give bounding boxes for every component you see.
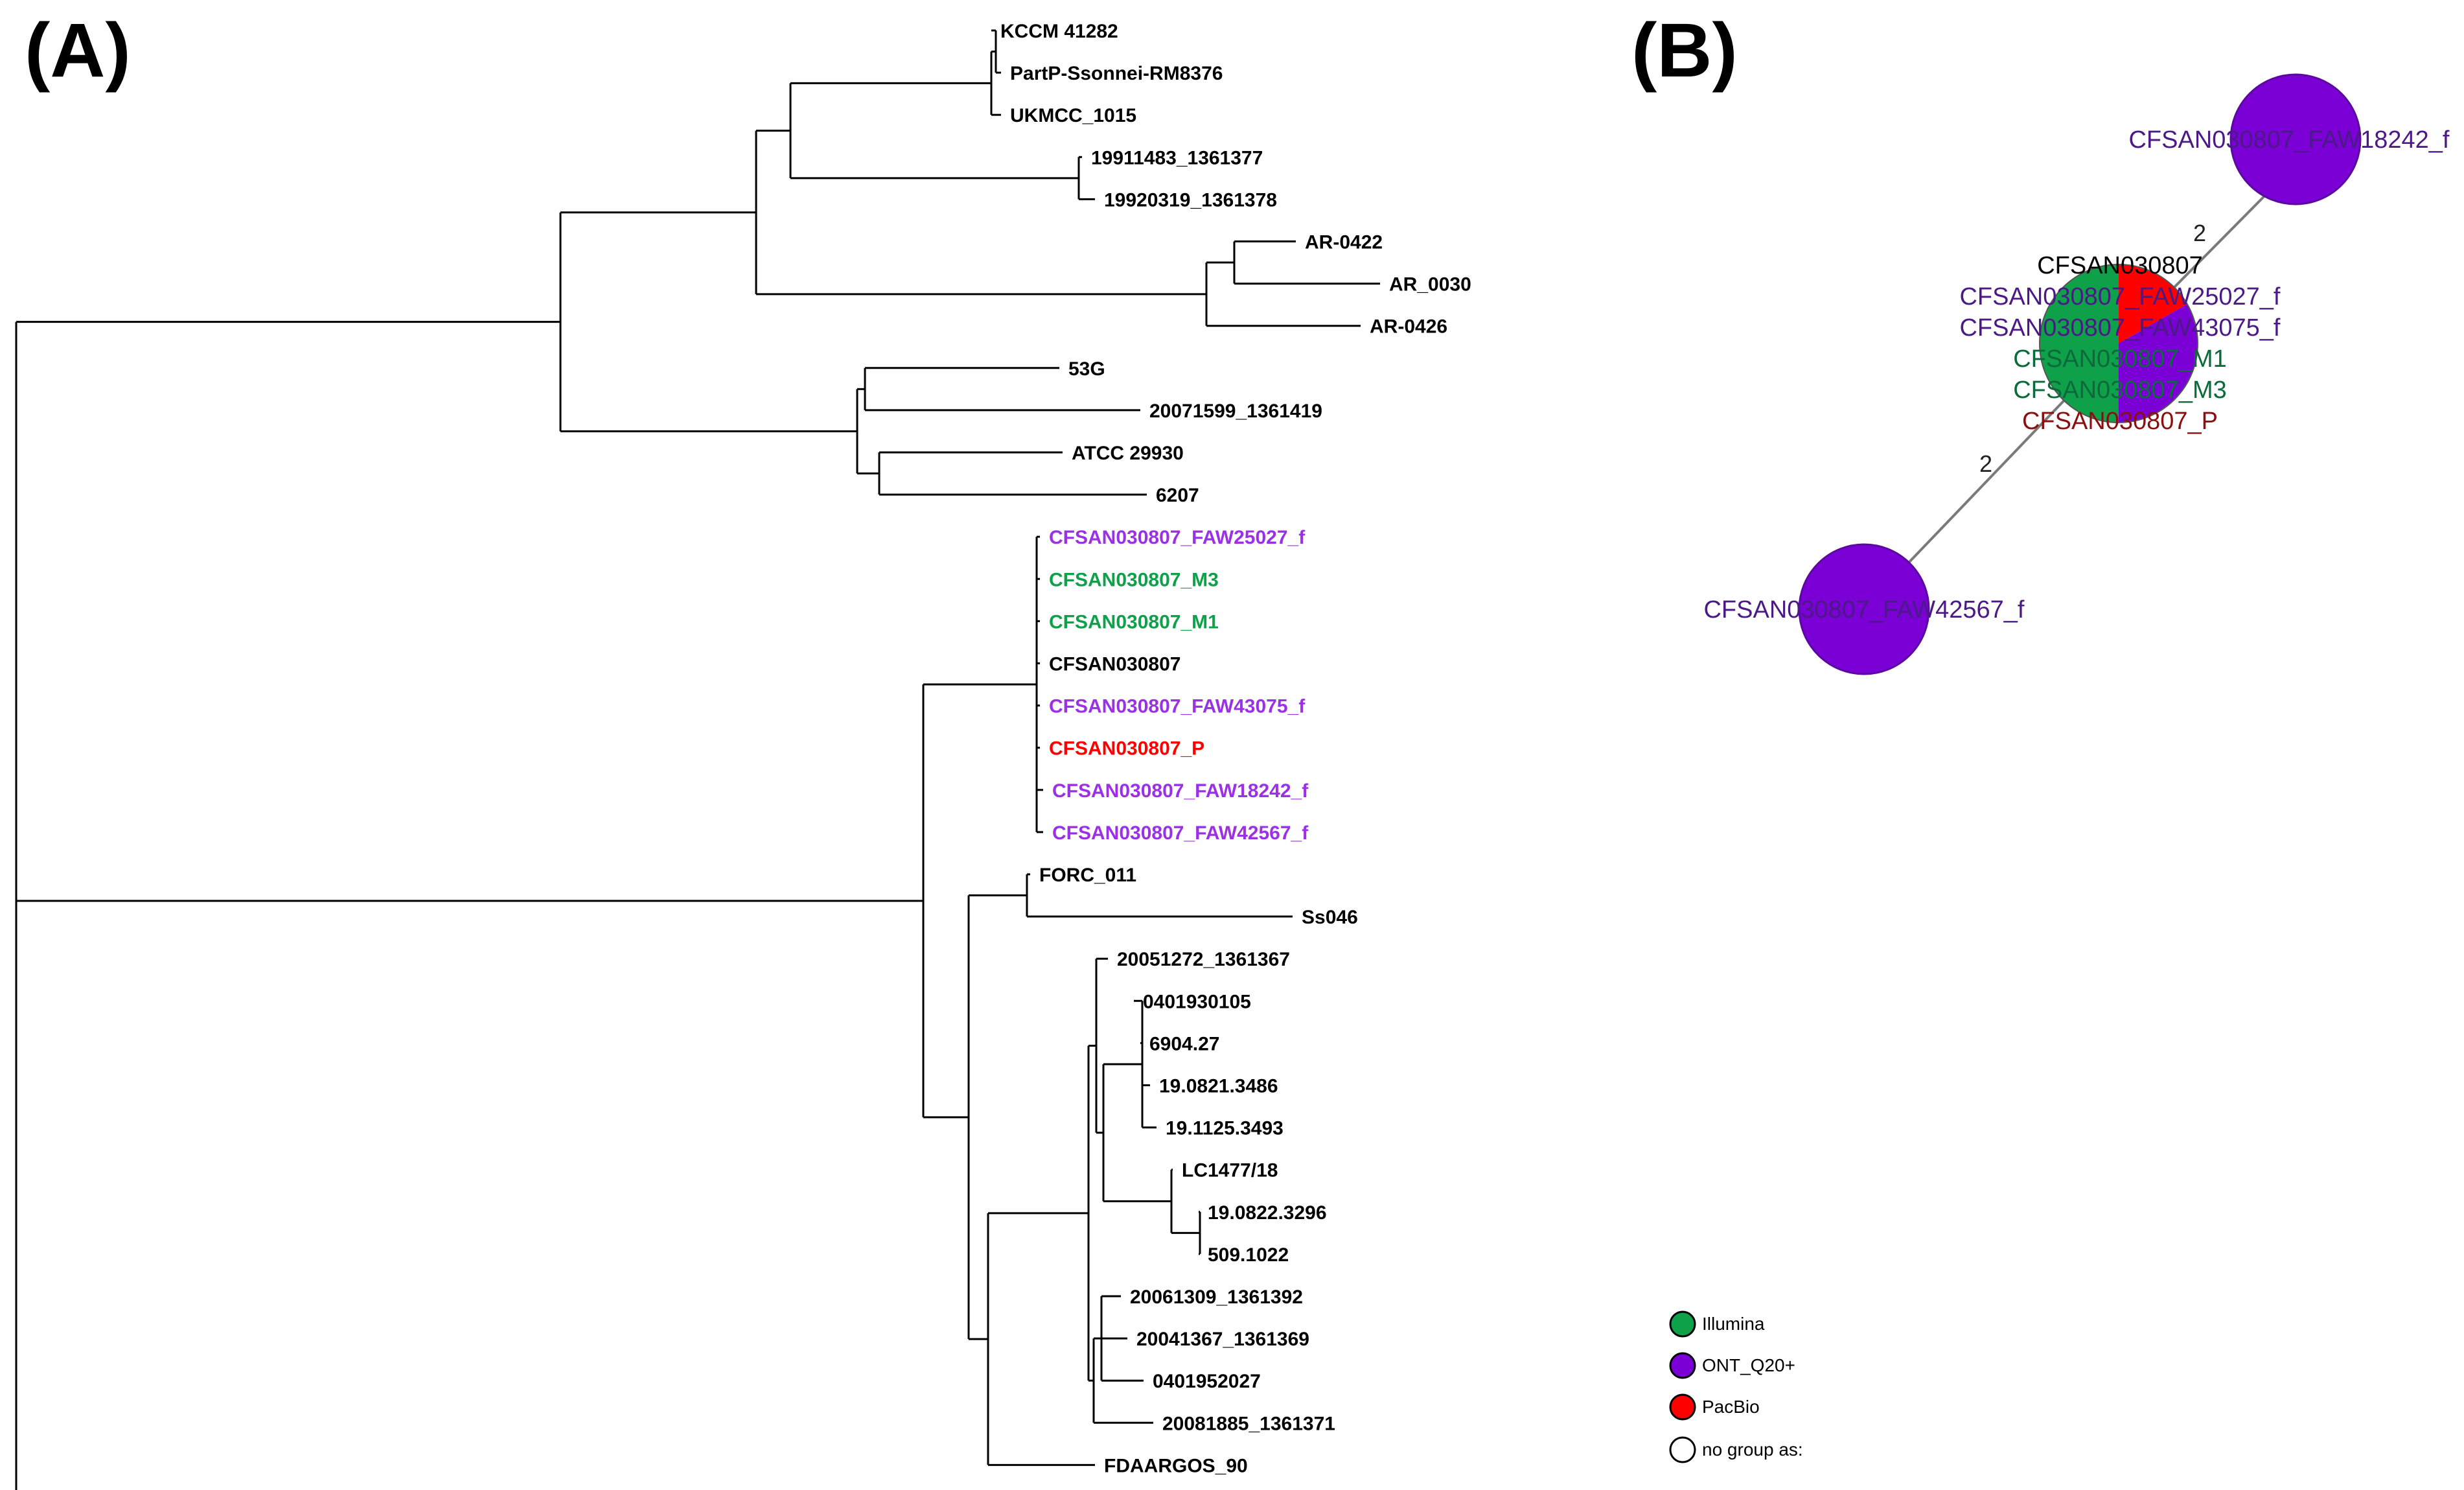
- tree-leaf-faw25027: CFSAN030807_FAW25027_f: [1049, 527, 1306, 548]
- tree-leaf-s190821: 19.0821.3486: [1159, 1076, 1278, 1097]
- tree-leaf-s0401952027: 0401952027: [1153, 1371, 1261, 1392]
- legend-label-no-group: no group as:: [1702, 1439, 1803, 1460]
- tree-leaf-ar0426: AR-0426: [1370, 316, 1447, 338]
- tree-branches: [15, 29, 1380, 1490]
- tree-leaf-faw42567: CFSAN030807_FAW42567_f: [1052, 822, 1309, 844]
- tree-leaf-faw18242: CFSAN030807_FAW18242_f: [1052, 780, 1309, 802]
- legend-swatch-ont: [1669, 1352, 1696, 1379]
- tree-leaf-s0401930105: 0401930105: [1143, 991, 1251, 1012]
- tree-leaf-s19911483: 19911483_1361377: [1091, 147, 1263, 169]
- tree-leaf-partp_ssonnei: PartP-Ssonnei-RM8376: [1010, 63, 1223, 84]
- center-label-pacbio: CFSAN030807_P: [2022, 408, 2218, 435]
- tree-leaf-ref: CFSAN030807: [1049, 654, 1180, 675]
- pie-sector-illumina: [2040, 264, 2119, 423]
- pie-sector-ont: [2119, 304, 2198, 423]
- tree-leaf-m1: CFSAN030807_M1: [1049, 611, 1219, 633]
- center-label-m1: CFSAN030807_M1: [2013, 345, 2227, 373]
- tree-leaf-fdaargos90: FDAARGOS_90: [1104, 1455, 1248, 1476]
- panel-a-label: (A): [25, 8, 131, 93]
- tree-leaf-ar0422: AR-0422: [1305, 232, 1383, 253]
- tree-leaf-kccm41282: KCCM 41282: [1000, 21, 1118, 42]
- tree-leaf-m3: CFSAN030807_M3: [1049, 569, 1219, 590]
- tree-leaf-s190822: 19.0822.3296: [1208, 1202, 1327, 1224]
- tree-leaf-lc1477: LC1477/18: [1182, 1160, 1278, 1182]
- tree-leaf-s20041367: 20041367_1361369: [1136, 1329, 1309, 1350]
- tree-leaf-ukmcc1015: UKMCC_1015: [1010, 105, 1136, 126]
- pie-outline: [2039, 264, 2198, 423]
- tree-leaf-ar0030: AR_0030: [1389, 274, 1471, 296]
- tree-leaf-ss046: Ss046: [1302, 907, 1358, 928]
- tree-leaf-s19920319: 19920319_1361378: [1104, 189, 1277, 211]
- center-label-faw25027: CFSAN030807_FAW25027_f: [1959, 283, 2280, 310]
- tree-leaf-s20081885: 20081885_1361371: [1162, 1413, 1335, 1434]
- legend-label-illumina: Illumina: [1702, 1314, 1765, 1334]
- tree-leaf-labels: KCCM 41282PartP-Ssonnei-RM8376UKMCC_1015…: [1000, 21, 1471, 1476]
- center-label-ref: CFSAN030807: [2037, 252, 2203, 279]
- tree-leaf-s20071599: 20071599_1361419: [1149, 401, 1322, 422]
- node-faw42567: [1798, 543, 1930, 675]
- tree-leaf-atcc29930: ATCC 29930: [1072, 443, 1184, 464]
- legend-swatch-no-group: [1669, 1436, 1696, 1463]
- center-label-m3: CFSAN030807_M3: [2013, 377, 2227, 404]
- panel-b-label: (B): [1631, 8, 1738, 93]
- legend-swatch-pacbio: [1669, 1393, 1696, 1421]
- tree-leaf-forc011: FORC_011: [1039, 865, 1136, 886]
- edge-label-lower: 2: [1979, 450, 1992, 477]
- edge-label-upper: 2: [2193, 220, 2206, 246]
- tree-leaf-s6207: 6207: [1156, 485, 1199, 506]
- tree-leaf-s5091022: 509.1022: [1208, 1244, 1289, 1266]
- center-label-faw43075: CFSAN030807_FAW43075_f: [1959, 314, 2280, 342]
- tree-leaf-s191125: 19.1125.3493: [1166, 1118, 1284, 1139]
- node-faw18242-label: CFSAN030807_FAW18242_f: [2128, 126, 2449, 154]
- legend: Illumina ONT_Q20+ PacBio no group as:: [1669, 1310, 1803, 1463]
- node-faw42567-label: CFSAN030807_FAW42567_f: [1703, 596, 2024, 623]
- node-center-pie: [2039, 264, 2198, 423]
- tree-leaf-s20051272: 20051272_1361367: [1117, 949, 1290, 970]
- tree-leaf-s53g: 53G: [1068, 358, 1105, 380]
- tree-leaf-s20061309: 20061309_1361392: [1130, 1286, 1303, 1308]
- tree-leaf-pacbio: CFSAN030807_P: [1049, 738, 1204, 760]
- node-faw18242: [2229, 73, 2362, 205]
- tree-leaf-s690427: 6904.27: [1149, 1033, 1219, 1054]
- legend-label-pacbio: PacBio: [1702, 1397, 1760, 1417]
- tree-leaf-faw43075: CFSAN030807_FAW43075_f: [1049, 696, 1306, 717]
- minimum-spanning-network: 2 2 CFSAN030807_FAW18242_f CFSAN030807_F…: [1703, 73, 2450, 675]
- legend-label-ont: ONT_Q20+: [1702, 1355, 1795, 1375]
- legend-swatch-illumina: [1669, 1310, 1696, 1338]
